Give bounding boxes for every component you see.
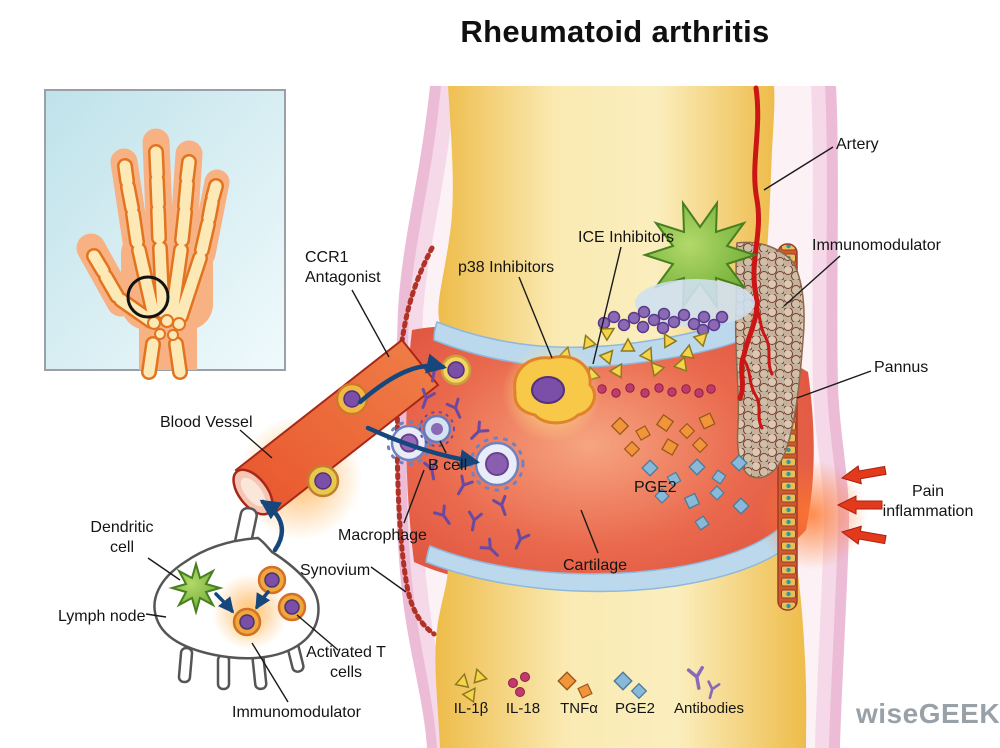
label-ccr1-antagonist: CCR1 Antagonist — [305, 249, 381, 286]
activated-macrophage-cell — [502, 342, 602, 442]
label-blood-vessel: Blood Vessel — [160, 414, 253, 431]
legend-label-il1b: IL-1β — [453, 700, 489, 717]
label-dendritic-cell: Dendritic cell — [90, 519, 154, 556]
activated-t-cell-icons — [232, 565, 307, 637]
label-immunomodulator-bottom: Immunomodulator — [232, 704, 361, 721]
legend-label-pge2: PGE2 — [614, 700, 656, 717]
label-b-cell: B cell — [428, 457, 468, 474]
purple-cell-cluster — [597, 305, 729, 337]
label-cartilage: Cartilage — [563, 557, 628, 574]
dendritic-cell-icon — [168, 560, 224, 616]
artery-vessel — [737, 85, 774, 430]
label-lymph-node: Lymph node — [58, 608, 146, 625]
label-synovium: Synovium — [300, 562, 371, 579]
label-pannus: Pannus — [874, 359, 929, 376]
label-macrophage: Macrophage — [338, 527, 427, 544]
migration-arrows — [259, 353, 480, 553]
label-p38-inhibitors: p38 Inhibitors — [458, 259, 555, 276]
hand-bones — [86, 144, 224, 380]
legend-label-antibodies: Antibodies — [673, 700, 745, 717]
il18-dots — [597, 383, 716, 398]
macrophage-cell-2 — [469, 436, 525, 492]
label-artery: Artery — [836, 136, 879, 153]
label-pain-inflammation: Pain inflammation — [882, 483, 974, 520]
affected-joint-circle — [126, 275, 170, 319]
bottom-bone — [435, 538, 807, 748]
cells-in-vessel — [306, 382, 369, 498]
leader-lines — [145, 146, 872, 703]
legend-label-il18: IL-18 — [505, 700, 541, 717]
legend-icons — [454, 666, 721, 703]
label-activated-t-cells: Activated T cells — [306, 644, 386, 681]
legend-label-tnfa: TNFα — [560, 700, 598, 717]
label-immunomodulator-top: Immunomodulator — [812, 237, 941, 254]
synovium-membrane — [394, 245, 437, 637]
dot-icon — [508, 672, 530, 697]
hand-inset — [44, 89, 286, 380]
label-pge2: PGE2 — [634, 479, 677, 496]
watermark: wiseGEEK — [856, 698, 1000, 729]
t-cell-in-cavity — [440, 354, 472, 386]
label-ice-inhibitors: ICE Inhibitors — [578, 229, 675, 246]
page-title: Rheumatoid arthritis — [460, 14, 770, 49]
lymph-node-illustration — [153, 506, 320, 691]
b-cell — [419, 411, 455, 447]
